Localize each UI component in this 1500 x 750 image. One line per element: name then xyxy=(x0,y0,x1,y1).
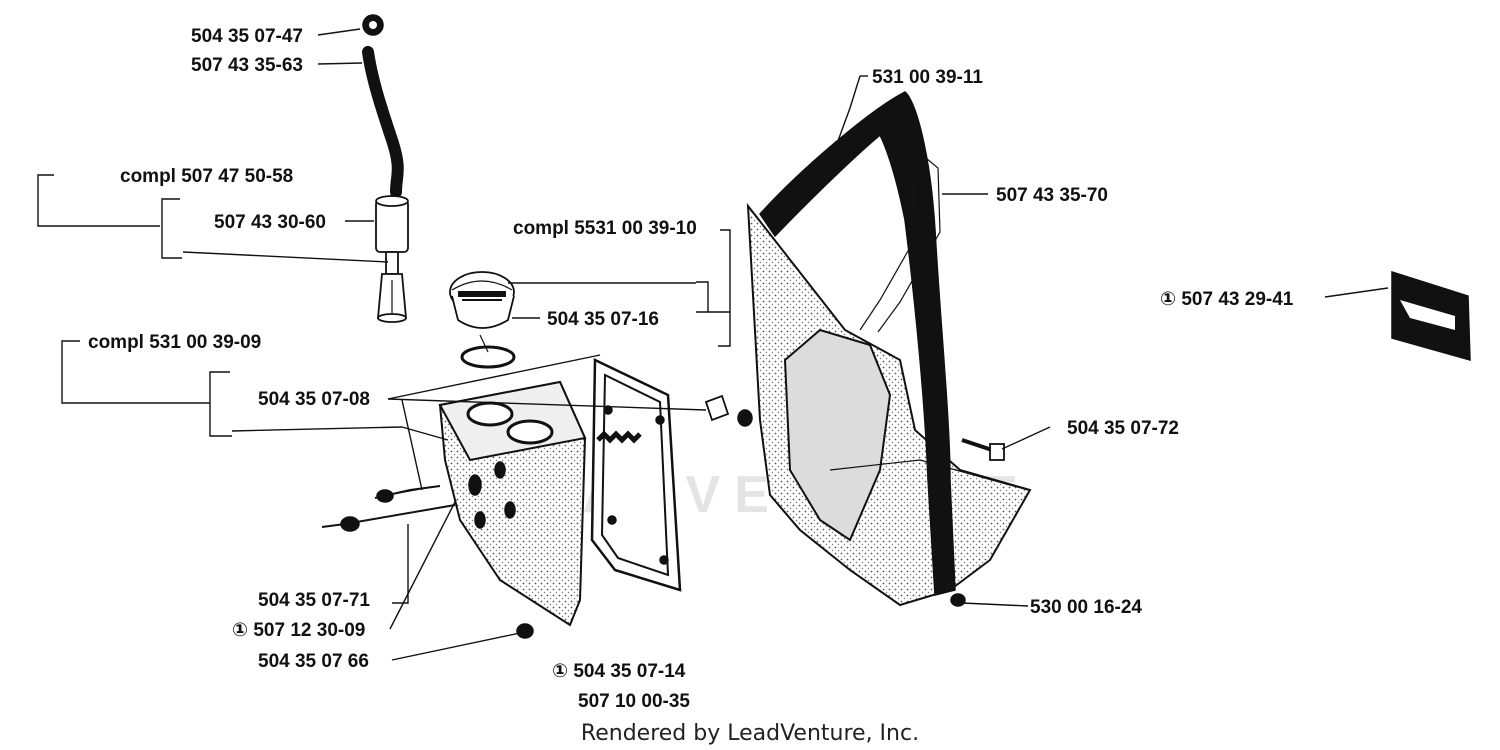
spring xyxy=(596,430,642,444)
label-part-4: 507 43 30-60 xyxy=(214,212,326,233)
label-part-5: compl 5531 00 39-10 xyxy=(513,218,697,239)
vent-hose xyxy=(362,46,404,198)
label-part-16: ① 504 35 07-14 xyxy=(552,661,686,682)
screw-housing xyxy=(950,438,1005,607)
label-part-10: 507 43 35-70 xyxy=(996,185,1108,206)
vent-cap xyxy=(362,14,384,36)
filter-body xyxy=(375,195,409,323)
label-part-13: 504 35 07-71 xyxy=(258,590,370,611)
leader-lines xyxy=(37,28,1389,661)
label-part-6: 504 35 07-16 xyxy=(547,309,659,330)
handle-grip xyxy=(759,91,956,596)
label-part-1: 504 35 07-47 xyxy=(191,26,303,47)
label-part-17: 507 10 00-35 xyxy=(578,691,690,712)
label-part-11: ① 507 43 29-41 xyxy=(1160,289,1294,310)
fuel-cap xyxy=(449,271,515,329)
label-part-2: 507 43 35-63 xyxy=(191,55,303,76)
label-part-18: 530 00 16-24 xyxy=(1030,597,1142,618)
label-part-12: 504 35 07-72 xyxy=(1067,418,1179,439)
tank-gasket xyxy=(590,358,682,592)
label-part-7: compl 531 00 39-09 xyxy=(88,332,261,353)
label-part-8: 504 35 07-08 xyxy=(258,389,370,410)
fuel-tank xyxy=(438,380,587,627)
cap-gasket xyxy=(460,334,516,369)
throttle-wires xyxy=(859,157,941,333)
label-part-15: 504 35 07 66 xyxy=(258,651,369,672)
label-part-14: ① 507 12 30-09 xyxy=(232,620,365,641)
footer-credit: Rendered by LeadVenture, Inc. xyxy=(581,721,919,746)
screws-tank xyxy=(321,485,534,639)
label-part-3: compl 507 47 50-58 xyxy=(120,166,293,187)
damper-block xyxy=(704,394,753,427)
label-part-9: 531 00 39-11 xyxy=(872,67,983,88)
filter-plate xyxy=(1391,270,1471,361)
handle-housing xyxy=(746,202,1032,607)
